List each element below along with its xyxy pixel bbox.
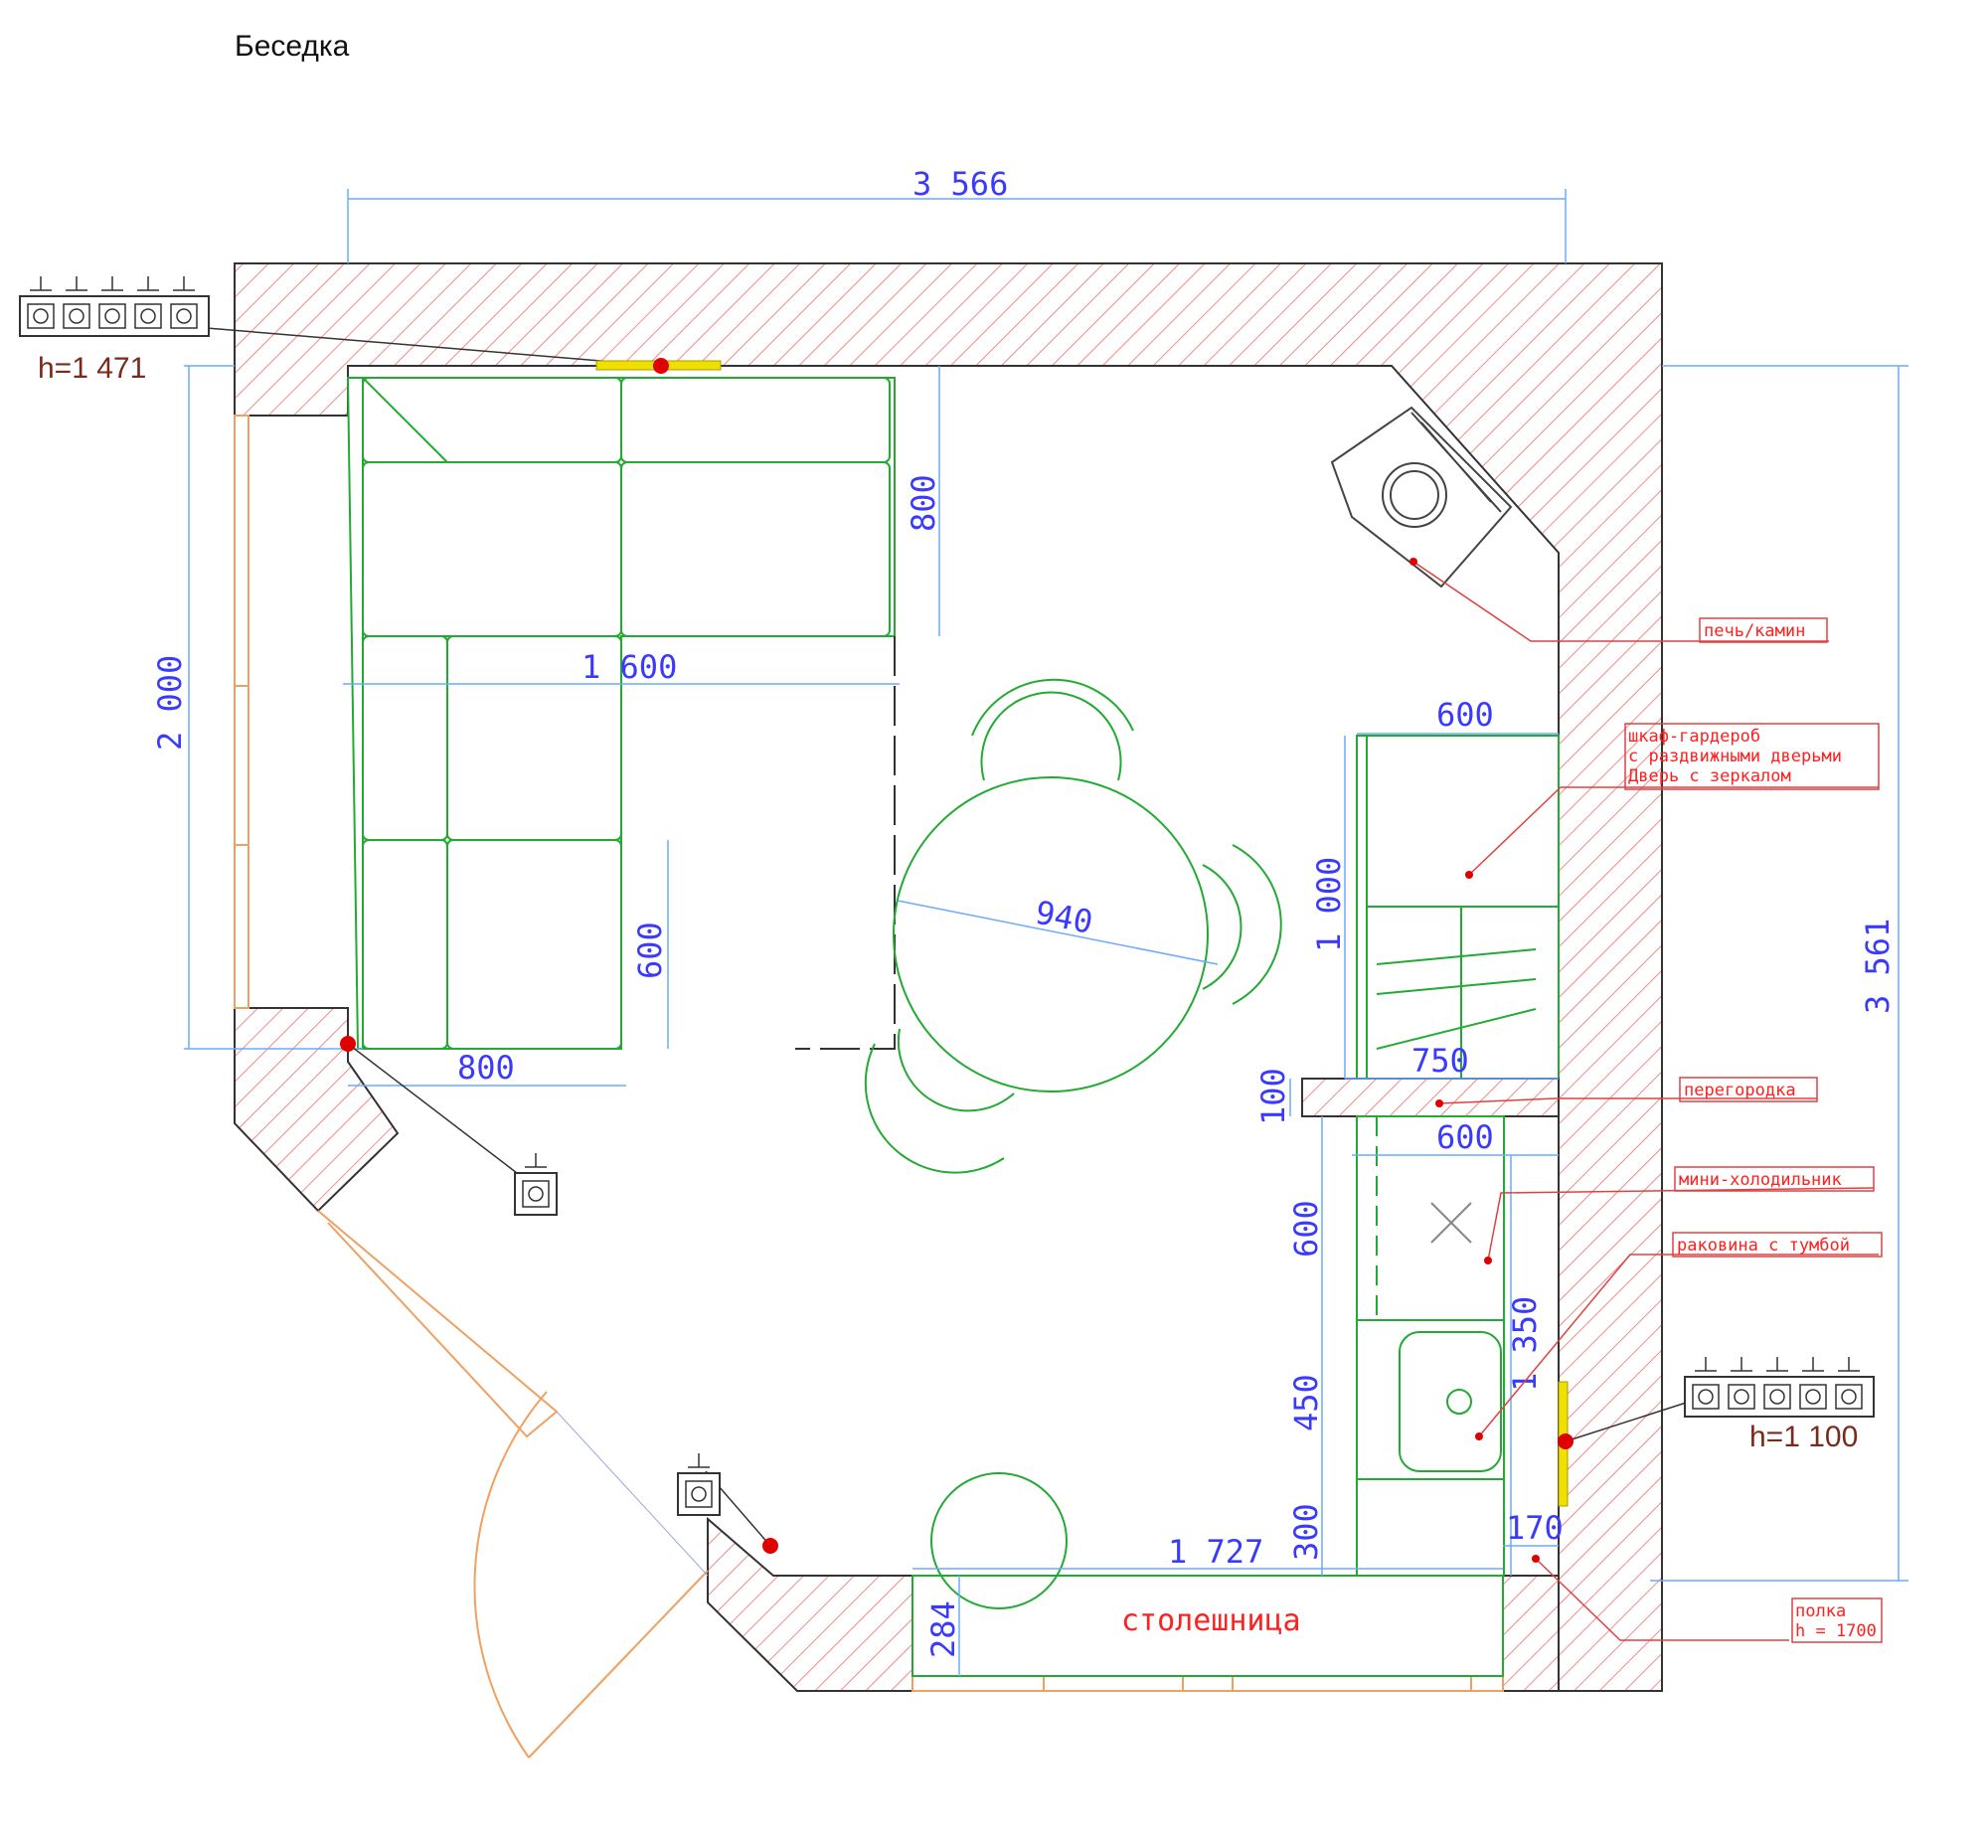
socket-left-wall bbox=[340, 1036, 558, 1216]
dim-wardrobe-inner: 750 bbox=[1411, 1042, 1469, 1080]
chair-bottom bbox=[864, 1028, 1015, 1174]
dim-wardrobe-height: 1 000 bbox=[1310, 857, 1348, 952]
stool bbox=[930, 1472, 1068, 1609]
leader-lines bbox=[1412, 561, 1879, 1641]
partition bbox=[1301, 1078, 1560, 1117]
stove-fireplace bbox=[1330, 406, 1513, 588]
dim-sofa-seat: 600 bbox=[631, 922, 669, 979]
dim-total-width: 3 566 bbox=[912, 165, 1008, 203]
round-table bbox=[893, 776, 1209, 1092]
socket-marker bbox=[1558, 1433, 1574, 1449]
walls bbox=[234, 262, 1663, 1692]
wall-bottom-right bbox=[1502, 1575, 1560, 1692]
dim-bottom-gap: 300 bbox=[1287, 1503, 1325, 1561]
sofa-boundary-dashed bbox=[795, 636, 896, 1050]
dim-sink-depth: 450 bbox=[1287, 1374, 1325, 1431]
dim-partition: 100 bbox=[1254, 1068, 1292, 1125]
dimension-lines bbox=[184, 189, 1908, 1676]
dim-shelf-gap: 170 bbox=[1506, 1509, 1564, 1547]
dim-table-diameter: 940 bbox=[1032, 894, 1095, 941]
windows bbox=[234, 415, 1504, 1692]
sink-cabinet bbox=[1356, 1319, 1505, 1480]
label-fridge: мини-холодильник bbox=[1679, 1170, 1842, 1190]
sink-bowl bbox=[1399, 1331, 1502, 1472]
chair-right bbox=[1202, 844, 1282, 1005]
dim-sofa-depth-top: 800 bbox=[905, 474, 942, 532]
label-wardrobe-line2: с раздвижными дверьми bbox=[1628, 747, 1842, 766]
dim-fridge-width: 600 bbox=[1436, 1118, 1494, 1156]
countertop bbox=[911, 1472, 1504, 1677]
socket-height-right: h=1 100 bbox=[1749, 1421, 1858, 1453]
leader-dots bbox=[1409, 558, 1540, 1563]
drawing-title: Беседка bbox=[235, 30, 350, 63]
label-shelf-line1: полка bbox=[1795, 1601, 1846, 1621]
label-countertop: столешница bbox=[1121, 1603, 1301, 1638]
label-stove: печь/камин bbox=[1704, 621, 1805, 641]
wardrobe bbox=[1356, 735, 1560, 1080]
dim-counter-length: 1 727 bbox=[1168, 1533, 1263, 1571]
label-wardrobe-line3: Дверь с зеркалом bbox=[1628, 766, 1791, 786]
door-opening bbox=[556, 1411, 709, 1577]
dim-right-run: 1 350 bbox=[1506, 1296, 1544, 1392]
dim-wardrobe-width: 600 bbox=[1436, 696, 1494, 734]
socket-door-wall bbox=[677, 1453, 778, 1554]
entrance-door bbox=[317, 1210, 709, 1759]
corner-sofa bbox=[346, 377, 896, 1050]
dining-group bbox=[864, 678, 1282, 1174]
wall-bottom-door bbox=[707, 1516, 913, 1692]
door-frame bbox=[317, 1210, 559, 1438]
door-leaf bbox=[528, 1570, 709, 1759]
socket-marker bbox=[653, 358, 669, 374]
dim-sofa-depth-left: 800 bbox=[457, 1049, 515, 1087]
socket-block-right: h=1 100 bbox=[1558, 1357, 1875, 1507]
dim-total-height: 3 561 bbox=[1859, 919, 1897, 1014]
wall-left-lower bbox=[234, 1007, 400, 1213]
label-wardrobe-line1: шкаф-гардероб bbox=[1628, 727, 1760, 747]
dim-counter-depth: 284 bbox=[924, 1600, 962, 1658]
label-partition: перегородка bbox=[1684, 1081, 1796, 1100]
label-sink: раковина с тумбой bbox=[1677, 1236, 1850, 1256]
dim-left-height: 2 000 bbox=[151, 655, 189, 751]
window-left bbox=[234, 415, 249, 1009]
socket-marker bbox=[762, 1538, 778, 1554]
socket-height-top-left: h=1 471 bbox=[38, 352, 146, 385]
chair-top bbox=[971, 678, 1134, 781]
label-shelf-line2: h = 1700 bbox=[1795, 1621, 1877, 1641]
door-swing-arc bbox=[473, 1391, 548, 1759]
dim-sofa-length: 1 600 bbox=[581, 648, 677, 686]
dim-fridge-depth: 600 bbox=[1287, 1200, 1325, 1258]
socket-marker bbox=[340, 1036, 356, 1052]
wall-top-right bbox=[234, 262, 1663, 1692]
window-bottom bbox=[911, 1675, 1504, 1692]
socket-block-top-left: h=1 471 bbox=[19, 276, 722, 385]
kitchen-run bbox=[1356, 1115, 1505, 1576]
